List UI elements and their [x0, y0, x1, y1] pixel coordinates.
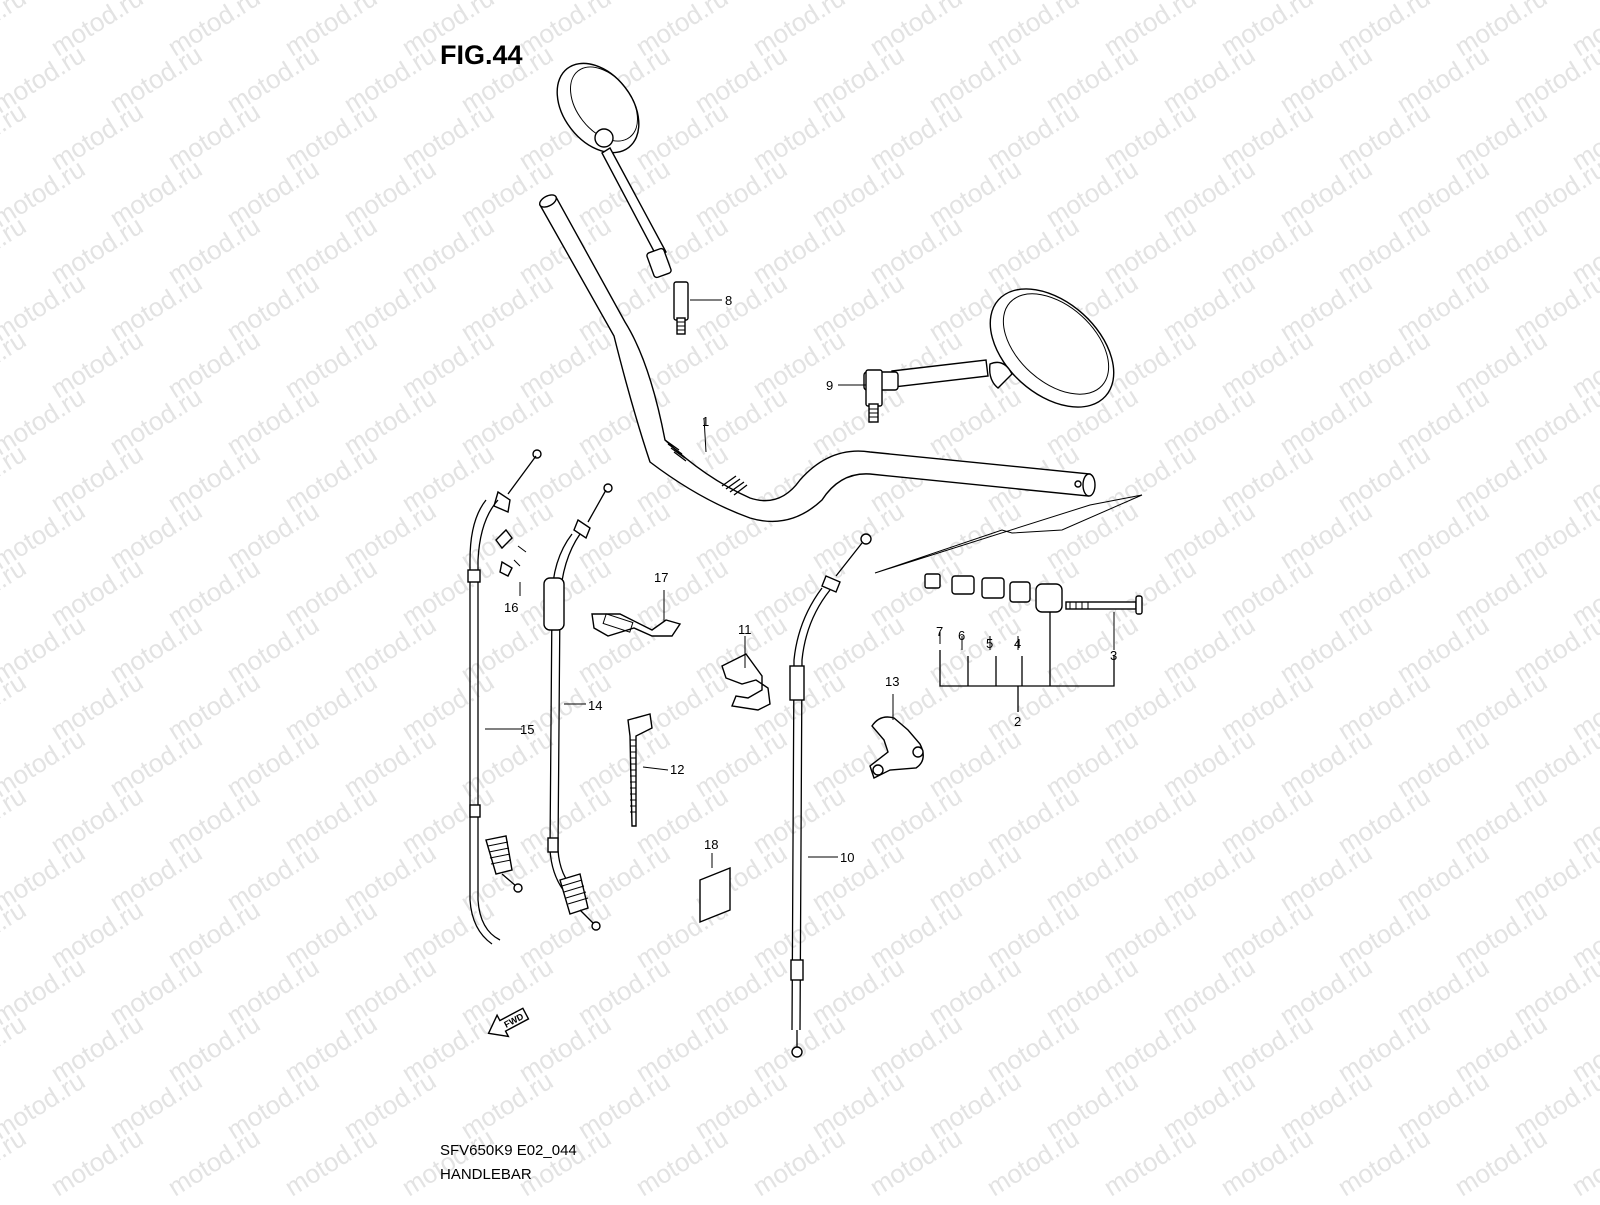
- watermark-text: motod.ru: [0, 894, 31, 974]
- watermark-text: motod.ru: [981, 1122, 1084, 1200]
- callout-14: 14: [588, 698, 602, 713]
- watermark-text: motod.ru: [0, 0, 31, 62]
- callout-4: 4: [1014, 636, 1021, 651]
- watermark-text: motod.ru: [513, 1122, 616, 1200]
- watermark-text: motod.ru: [0, 780, 31, 860]
- watermark-text: motod.ru: [747, 1122, 850, 1200]
- callout-12: 12: [670, 762, 684, 777]
- callout-17: 17: [654, 570, 668, 585]
- mirror-left-part: [556, 62, 689, 335]
- watermark-text: motod.ru: [0, 1122, 31, 1200]
- watermark-text: motod.ru: [279, 1122, 382, 1200]
- callout-6: 6: [958, 628, 965, 643]
- callout-1: 1: [702, 414, 709, 429]
- watermark-text: motod.ru: [1098, 1122, 1201, 1200]
- watermark-text: motod.ru: [396, 1122, 499, 1200]
- clamp-13: [869, 716, 924, 779]
- watermark-text: motod.ru: [1215, 1122, 1318, 1200]
- tie-strap-12: [627, 713, 653, 827]
- callout-7: 7: [936, 624, 943, 639]
- callout-2: 2: [1014, 714, 1021, 729]
- callout-5: 5: [986, 636, 993, 651]
- callout-16: 16: [504, 600, 518, 615]
- figure-title: FIG.44: [440, 40, 523, 70]
- callout-8: 8: [725, 293, 732, 308]
- watermark-text: motod.ru: [1332, 1122, 1435, 1200]
- callout-leaders: [485, 299, 1115, 868]
- watermark-text: motod.ru: [162, 1122, 265, 1200]
- mirror-right-part: [863, 288, 1115, 423]
- callout-15: 15: [520, 722, 534, 737]
- callout-18: 18: [704, 837, 718, 852]
- label-sticker-18: [699, 866, 731, 924]
- cable-14: [543, 483, 613, 931]
- callout-9: 9: [826, 378, 833, 393]
- watermark-text: motod.ru: [45, 1122, 148, 1200]
- figure-code: SFV650K9 E02_044: [440, 1142, 577, 1159]
- watermark-text: motod.ru: [0, 1008, 31, 1088]
- callout-13: 13: [885, 674, 899, 689]
- watermark-text: motod.ru: [1449, 1122, 1552, 1200]
- bracket-11: [721, 653, 771, 711]
- callout-numbers: 1 2 3 4 5 6 7 8 9 10 11 12 13 14 15 16 1…: [504, 293, 1117, 865]
- watermark-text: motod.ru: [0, 438, 31, 518]
- cable-10: [789, 533, 872, 1058]
- watermark-text: motod.ru: [0, 324, 31, 404]
- callout-3: 3: [1110, 648, 1117, 663]
- watermark-text: motod.ru: [0, 96, 31, 176]
- callout-11: 11: [738, 622, 752, 637]
- figure-name: HANDLEBAR: [440, 1166, 532, 1183]
- watermark-text: motod.ru: [0, 210, 31, 290]
- callout-10: 10: [840, 850, 854, 865]
- watermark-text: motod.ru: [630, 1122, 733, 1200]
- handlebar-part: [539, 194, 1096, 523]
- watermark-text: motod.ru: [0, 666, 31, 746]
- watermark-text: motod.ru: [1566, 1122, 1600, 1200]
- watermark-text: motod.ru: [864, 1122, 967, 1200]
- watermark-text: motod.ru: [0, 552, 31, 632]
- balancer-assembly: [874, 494, 1143, 712]
- cable-15: [467, 449, 542, 945]
- bracket-17: [591, 613, 682, 637]
